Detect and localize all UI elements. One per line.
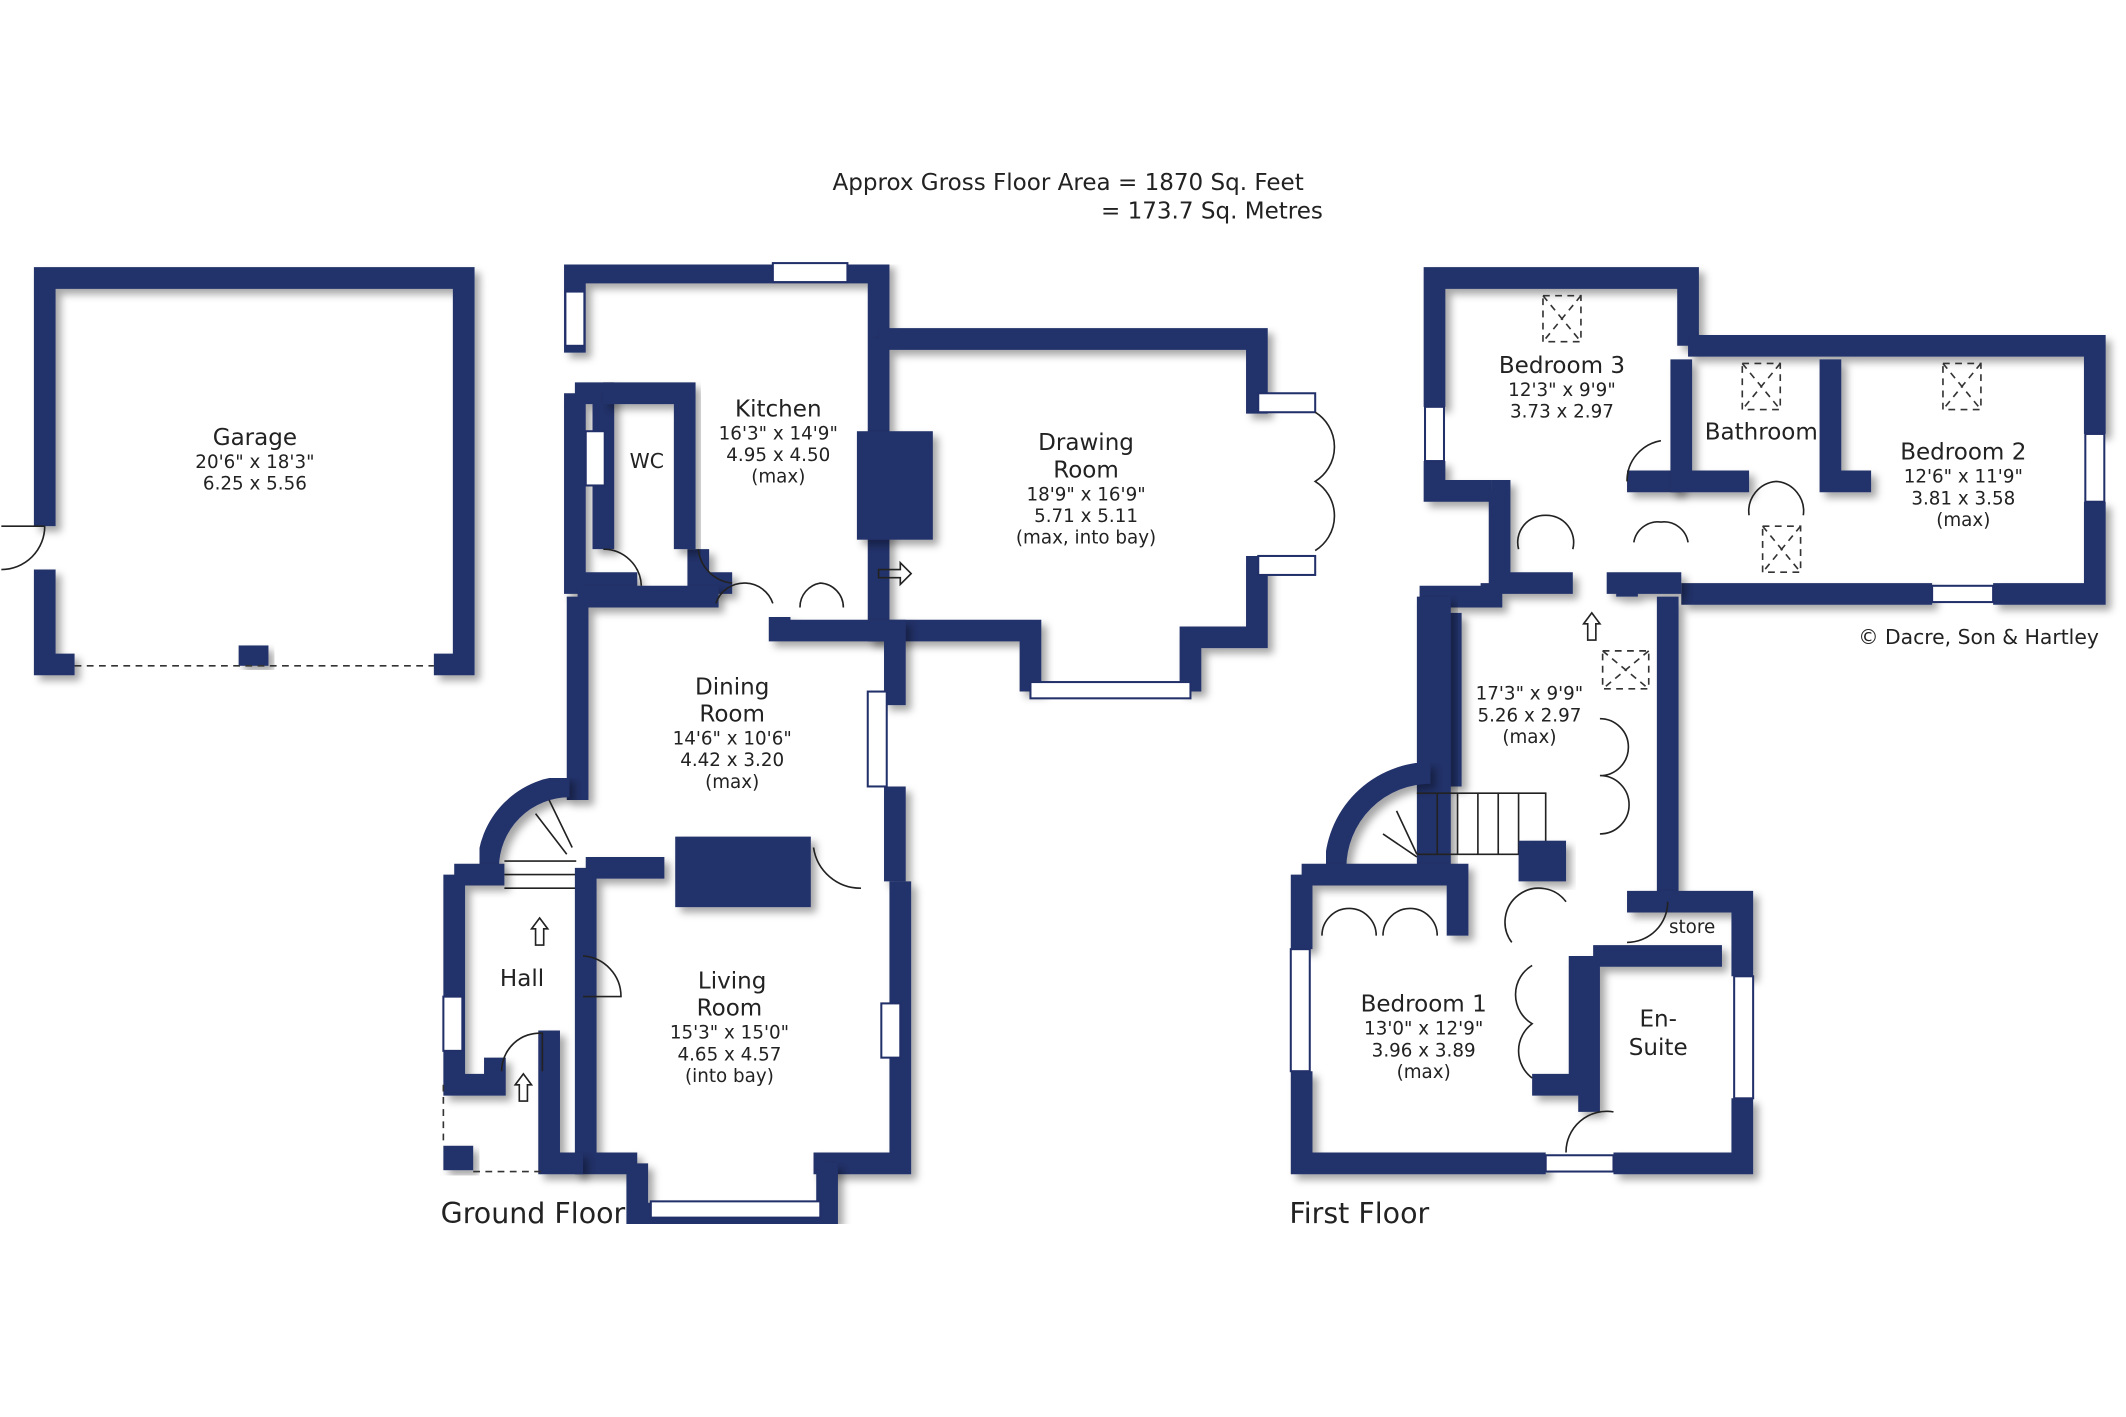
room-dimensions-metric: 4.65 x 4.57 [677, 1044, 781, 1065]
room-label: Hall [500, 966, 544, 992]
room-note: (max) [751, 467, 805, 488]
room-label: Room [697, 996, 763, 1022]
room-label: Dining [695, 674, 769, 700]
room-note: (max) [1502, 727, 1556, 748]
room-dimensions-metric: 3.81 x 3.58 [1911, 488, 2015, 509]
room-note: (max, into bay) [1016, 528, 1156, 549]
skylight-icon [1741, 362, 1782, 411]
room-label: Bathroom [1705, 419, 1818, 445]
room-label: Bedroom 1 [1361, 992, 1487, 1018]
room-label: WC [630, 449, 664, 473]
room-dimensions-metric: 5.26 x 2.97 [1477, 705, 1581, 726]
floor-title: Ground Floor [441, 1197, 626, 1230]
room-dimensions-metric: 3.96 x 3.89 [1372, 1040, 1476, 1061]
room-dimensions-imperial: 13'0" x 12'9" [1364, 1019, 1483, 1040]
room-note: (max) [1936, 510, 1990, 531]
hall-door[interactable] [582, 955, 622, 998]
room-note: (max) [705, 772, 759, 793]
room-dimensions-metric: 6.25 x 5.56 [203, 474, 307, 495]
room-note: (into bay) [685, 1066, 774, 1087]
room-label: Bedroom 3 [1499, 353, 1625, 379]
room-dimensions-imperial: 18'9" x 16'9" [1026, 484, 1145, 505]
room-label: Garage [213, 425, 297, 451]
floor-title: First Floor [1289, 1197, 1429, 1230]
room-dimensions-imperial: 20'6" x 18'3" [195, 452, 314, 473]
room-label: Bedroom 2 [1900, 440, 2026, 466]
copyright: © Dacre, Son & Hartley [1858, 625, 2099, 649]
skylight-icon [1542, 294, 1582, 343]
room-dimensions-metric: 5.71 x 5.11 [1034, 506, 1138, 527]
area-sqft: Approx Gross Floor Area = 1870 Sq. Feet [833, 170, 1304, 196]
garage-door[interactable] [1, 525, 46, 571]
area-sqm: = 173.7 Sq. Metres [1101, 198, 1323, 224]
room-dimensions-imperial: 12'6" x 11'9" [1904, 467, 2023, 488]
room-dimensions-metric: 4.42 x 3.20 [680, 750, 784, 771]
room-label: Suite [1629, 1035, 1688, 1061]
room-note: (max) [1397, 1062, 1451, 1083]
room-dimensions-imperial: 16'3" x 14'9" [719, 423, 838, 444]
room-dimensions-imperial: 14'6" x 10'6" [673, 728, 792, 749]
room-label: En- [1639, 1006, 1676, 1032]
room-dimensions-imperial: 12'3" x 9'9" [1508, 380, 1616, 401]
garage: Garage 20'6" x 18'3" 6.25 x 5.56 [1, 267, 475, 676]
room-dimensions-metric: 4.95 x 4.50 [726, 445, 830, 466]
room-label: Living [698, 968, 766, 994]
room-label: store [1669, 917, 1715, 938]
room-dimensions-metric: 3.73 x 2.97 [1510, 402, 1614, 423]
room-label: Drawing [1038, 430, 1134, 456]
room-label: Room [1053, 457, 1119, 483]
skylight-icon [1942, 362, 1982, 411]
room-dimensions-imperial: 15'3" x 15'0" [670, 1023, 789, 1044]
room-dimensions-imperial: 17'3" x 9'9" [1476, 684, 1584, 705]
first-floor: Bedroom 3 12'3" x 9'9" 3.73 x 2.97 Bathr… [1289, 267, 2106, 1230]
skylight-icon [1761, 525, 1802, 574]
room-label: Room [699, 701, 765, 727]
room-label: Kitchen [735, 396, 822, 422]
ground-floor: Kitchen 16'3" x 14'9" 4.95 x 4.50 (max) … [441, 261, 1336, 1230]
skylight-icon [1601, 650, 1650, 690]
